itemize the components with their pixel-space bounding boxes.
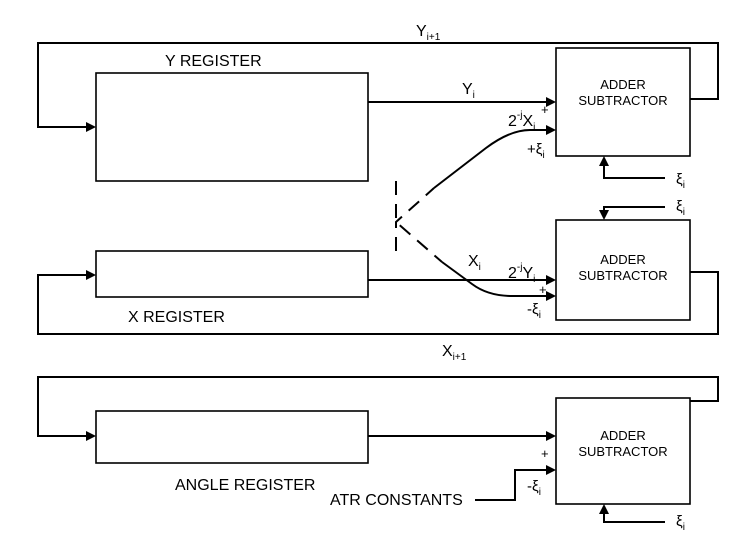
y-xi-control-line <box>603 164 665 179</box>
x-adder-minus-xi-label: -ξi <box>527 301 541 321</box>
angle-xi-control-label: ξi <box>676 513 685 533</box>
x-adder-label: ADDER <box>600 252 646 267</box>
angle-subtractor-label: SUBTRACTOR <box>578 444 667 459</box>
angle-register-box <box>95 410 369 464</box>
y-adder-plus-sign: + <box>541 102 549 117</box>
y-register-label: Y REGISTER <box>165 53 262 70</box>
y-xi-control-arrowhead <box>599 156 609 166</box>
shift-y-arrowhead <box>546 291 556 301</box>
x-to-y-adder-dashed <box>395 187 435 251</box>
shift-x-arrowhead <box>546 125 556 135</box>
angle-adder-subtractor-box <box>555 397 691 505</box>
y-xi-control-label: ξi <box>676 171 685 191</box>
y-register-box <box>95 72 369 182</box>
y-feedback-loop <box>37 42 719 128</box>
y-to-x-adder-dashed <box>395 181 443 263</box>
y-i-label: Yi <box>462 81 475 101</box>
y-loop-arrowhead <box>86 122 96 132</box>
angle-register-label: ANGLE REGISTER <box>175 477 315 494</box>
x-adder-plus-sign: + <box>539 282 547 297</box>
y-i-arrowhead <box>546 97 556 107</box>
atr-constants-line <box>475 469 546 501</box>
x-register-box <box>95 250 369 298</box>
y-adder-label: ADDER <box>600 77 646 92</box>
angle-xi-control-arrowhead <box>599 504 609 514</box>
x-to-y-adder-solid <box>433 129 546 189</box>
y-adder-subtractor-box <box>555 47 691 157</box>
x-xi-control-arrowhead <box>599 210 609 220</box>
angle-adder-label: ADDER <box>600 428 646 443</box>
angle-feedback-loop <box>37 376 719 437</box>
y-to-x-adder-solid <box>441 261 546 297</box>
x-xi-control-line <box>603 206 665 212</box>
x-loop-arrowhead <box>86 270 96 280</box>
shift-x-label: 2-jXi <box>508 110 535 133</box>
shift-y-label: 2-jYi <box>508 262 535 285</box>
x-feedback-loop <box>37 271 719 335</box>
y-subtractor-label: SUBTRACTOR <box>578 93 667 108</box>
y-adder-plus-xi-label: +ξi <box>527 141 545 161</box>
x-i-arrowhead <box>546 275 556 285</box>
x-i-label: Xi <box>468 253 481 273</box>
y-next-label: Yi+1 <box>416 23 441 43</box>
angle-adder-plus-sign: + <box>541 446 549 461</box>
atr-constants-label: ATR CONSTANTS <box>330 492 463 509</box>
angle-adder-minus-xi-label: -ξi <box>527 478 541 498</box>
angle-out-arrowhead <box>546 431 556 441</box>
x-register-label: X REGISTER <box>128 309 225 326</box>
x-next-label: Xi+1 <box>442 343 467 363</box>
angle-loop-arrowhead <box>86 431 96 441</box>
atr-constants-arrowhead <box>546 465 556 475</box>
x-xi-control-label: ξi <box>676 198 685 218</box>
x-subtractor-label: SUBTRACTOR <box>578 268 667 283</box>
x-adder-subtractor-box <box>555 219 691 321</box>
angle-xi-control-line <box>603 512 665 523</box>
